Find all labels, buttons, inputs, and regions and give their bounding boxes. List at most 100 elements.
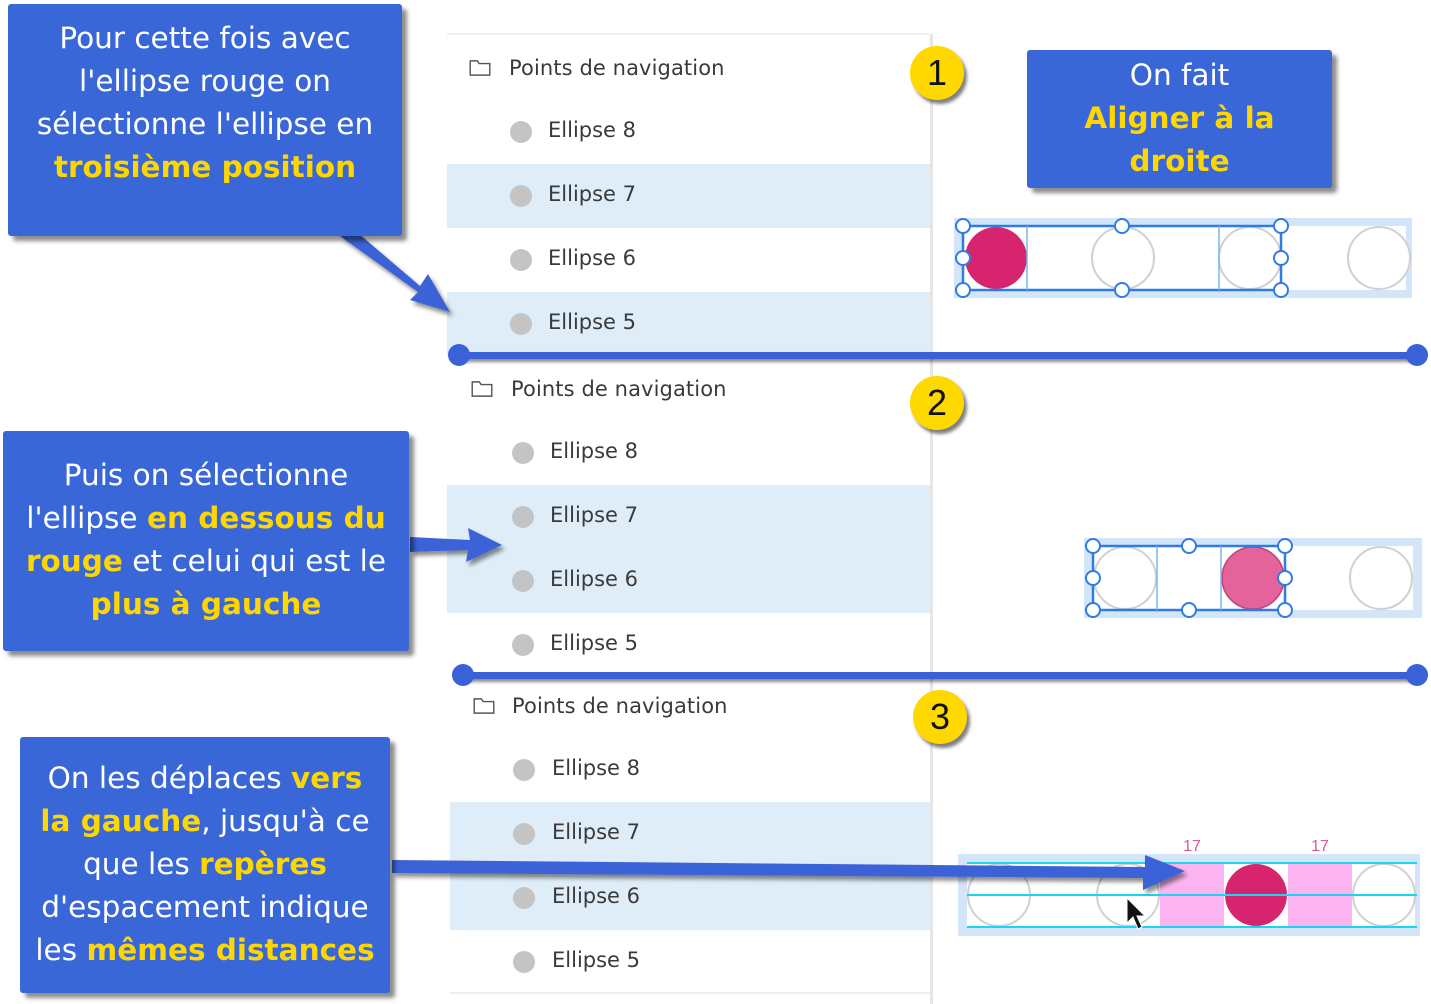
layers-panel-2: Points de navigation Ellipse 8 Ellipse 7… <box>447 357 930 675</box>
panel-bottom-border <box>450 992 930 994</box>
callout-step-2: Puis on sélectionne l'ellipse en dessous… <box>3 431 409 651</box>
resize-handle[interactable] <box>955 250 971 266</box>
callout-text: les <box>35 933 87 967</box>
layer-row[interactable]: Ellipse 7 <box>447 485 930 549</box>
folder-row[interactable]: Points de navigation <box>447 36 930 100</box>
resize-handle[interactable] <box>1277 538 1293 554</box>
callout-highlight: mêmes distances <box>86 933 375 967</box>
callout-text: On fait <box>1129 58 1230 92</box>
layer-row[interactable]: Ellipse 8 <box>447 100 930 164</box>
callout-text: d'espacement indique <box>41 890 369 924</box>
layer-row[interactable]: Ellipse 8 <box>450 738 930 802</box>
folder-row[interactable]: Points de navigation <box>447 357 930 421</box>
ellipse-icon <box>513 823 535 845</box>
layer-row[interactable]: Ellipse 6 <box>447 549 930 613</box>
callout-text: , jusqu'à ce <box>201 804 370 838</box>
callout-highlight: Aligner à la <box>1084 101 1275 135</box>
step-badge: 3 <box>913 690 967 744</box>
resize-handle[interactable] <box>1085 538 1101 554</box>
layer-label: Ellipse 5 <box>548 310 636 334</box>
arrow-2 <box>410 528 502 562</box>
callout-highlight: en dessous du <box>146 501 386 535</box>
resize-handle[interactable] <box>1085 602 1101 618</box>
ellipse-icon <box>512 442 534 464</box>
ellipse-icon <box>512 634 534 656</box>
callout-highlight: vers <box>291 761 363 795</box>
canvas-step-3: 17 17 <box>958 838 1420 936</box>
folder-icon <box>473 698 495 714</box>
layer-label: Ellipse 7 <box>552 820 640 844</box>
callout-highlight: plus à gauche <box>90 587 322 621</box>
resize-handle[interactable] <box>1181 538 1197 554</box>
layer-label: Ellipse 8 <box>548 118 636 142</box>
folder-label: Points de navigation <box>511 377 727 401</box>
callout-step-3: On les déplaces vers la gauche, jusqu'à … <box>20 737 390 993</box>
callout-text: et celui qui est le <box>122 544 387 578</box>
callout-text: l'ellipse rouge on <box>79 64 331 98</box>
artboard <box>962 226 1406 290</box>
callout-align-right: On fait Aligner à la droite <box>1027 50 1332 188</box>
layer-row[interactable]: Ellipse 5 <box>447 613 930 677</box>
layer-row[interactable]: Ellipse 6 <box>447 228 930 292</box>
separator-endpoint <box>1406 344 1428 366</box>
resize-handle[interactable] <box>1273 218 1289 234</box>
layer-row[interactable]: Ellipse 6 <box>450 866 930 930</box>
layer-row[interactable]: Ellipse 5 <box>450 930 930 994</box>
resize-handle[interactable] <box>1277 602 1293 618</box>
layer-label: Ellipse 6 <box>548 246 636 270</box>
layer-row[interactable]: Ellipse 5 <box>447 292 930 356</box>
callout-highlight: la gauche <box>40 804 202 838</box>
spacing-value-right: 17 <box>1311 838 1329 855</box>
separator-endpoint <box>1406 664 1428 686</box>
resize-handles[interactable] <box>1085 538 1293 618</box>
panel-divider <box>930 34 933 1004</box>
ellipse-icon <box>510 313 532 335</box>
canvas-step-2 <box>1084 538 1422 618</box>
ellipse-red[interactable] <box>965 227 1027 289</box>
resize-handle[interactable] <box>1181 602 1197 618</box>
callout-text: On les déplaces <box>47 761 291 795</box>
resize-handle[interactable] <box>1273 282 1289 298</box>
ellipse-icon <box>512 506 534 528</box>
resize-handle[interactable] <box>955 282 971 298</box>
separator-endpoint <box>452 664 474 686</box>
folder-row[interactable]: Points de navigation <box>450 674 933 738</box>
resize-handle[interactable] <box>1114 218 1130 234</box>
ellipse-icon <box>513 951 535 973</box>
ellipse-empty[interactable] <box>1349 546 1413 610</box>
mouse-cursor-icon <box>1126 896 1147 930</box>
separator-endpoint <box>448 344 470 366</box>
layer-label: Ellipse 7 <box>548 182 636 206</box>
layer-row[interactable]: Ellipse 8 <box>447 421 930 485</box>
section-separator <box>452 664 1428 686</box>
callout-highlight: repères <box>199 847 327 881</box>
layer-label: Ellipse 6 <box>552 884 640 908</box>
layer-label: Ellipse 5 <box>552 948 640 972</box>
ellipse-icon <box>510 185 532 207</box>
ellipse-icon <box>510 121 532 143</box>
ellipse-empty[interactable] <box>1347 226 1411 290</box>
layer-row[interactable]: Ellipse 7 <box>447 164 930 228</box>
layers-panel-3: Points de navigation Ellipse 8 Ellipse 7… <box>450 674 930 994</box>
layer-label: Ellipse 8 <box>550 439 638 463</box>
resize-handle[interactable] <box>1114 282 1130 298</box>
resize-handle[interactable] <box>1277 570 1293 586</box>
resize-handle[interactable] <box>1273 250 1289 266</box>
callout-text: Pour cette fois avec <box>59 21 351 55</box>
section-separator <box>448 344 1428 366</box>
folder-icon <box>471 381 493 397</box>
layer-row[interactable]: Ellipse 7 <box>450 802 930 866</box>
step-badge: 2 <box>910 376 964 430</box>
arrow-3 <box>392 855 1185 890</box>
folder-label: Points de navigation <box>509 56 725 80</box>
resize-handles[interactable] <box>955 218 1289 298</box>
callout-text: que les <box>83 847 200 881</box>
resize-handle[interactable] <box>1085 570 1101 586</box>
layer-label: Ellipse 6 <box>550 567 638 591</box>
layer-label: Ellipse 8 <box>552 756 640 780</box>
ellipse-icon <box>512 570 534 592</box>
callout-text: l'ellipse <box>26 501 147 535</box>
resize-handle[interactable] <box>955 218 971 234</box>
canvas-step-1 <box>954 218 1412 298</box>
